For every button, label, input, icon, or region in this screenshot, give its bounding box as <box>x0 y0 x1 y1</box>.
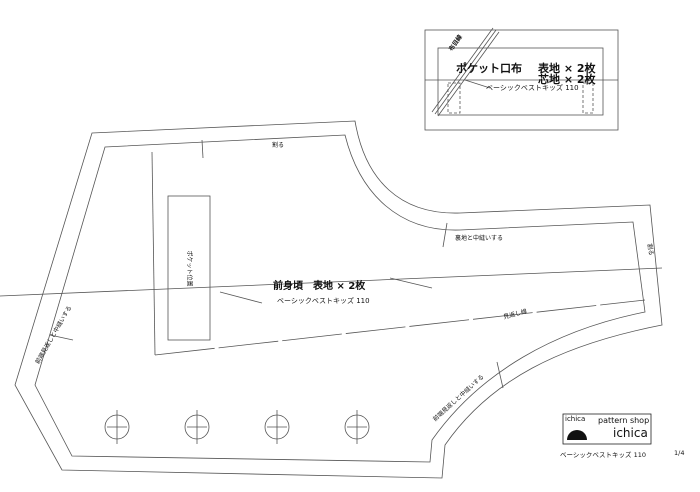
shoulder-notch <box>201 139 204 159</box>
front-seam-line <box>34 134 646 463</box>
pocket-pattern-name: ベーシックベストキッズ 110 <box>486 84 579 92</box>
grain-center-line <box>0 267 663 297</box>
pocket-title: ポケット口布 <box>456 62 522 75</box>
pocket-seam-line <box>437 47 604 116</box>
front-notch <box>496 361 504 389</box>
front-pattern-name: ベーシックベストキッズ 110 <box>277 297 370 305</box>
armhole-notch <box>442 222 448 248</box>
pocket-position-label: ポケット位置 <box>185 250 193 287</box>
grain-line-2 <box>434 29 497 115</box>
shop-line2: ichica <box>613 426 648 440</box>
buttonholes <box>104 410 370 444</box>
shop-line1: pattern shop <box>598 416 650 425</box>
title-leader-1 <box>219 291 263 304</box>
armhole-note: 裏地と中縫いする <box>455 235 504 242</box>
front-cutting-line <box>14 120 663 479</box>
logo-text: ichica <box>565 415 586 423</box>
facing-boundary <box>151 151 156 356</box>
front-title: 前身頃 表地 × 2枚 <box>273 281 366 292</box>
pocket-leader <box>464 79 491 89</box>
facing-line <box>154 299 646 356</box>
pocket-dashed-right <box>582 82 594 114</box>
grain-line-3 <box>437 31 500 117</box>
pocket-qty-outer: 表地 × 2枚 <box>538 62 596 75</box>
footer-pattern-name: ベーシックベストキッズ 110 <box>560 451 646 459</box>
side-note: 割る <box>645 243 655 257</box>
shoulder-note: 割る <box>272 142 285 149</box>
pocket-dashed-left <box>447 82 461 114</box>
page-number: 1/4 <box>674 449 685 457</box>
pocket-qty-interfacing: 芯地 × 2枚 <box>538 73 596 86</box>
title-leader-2 <box>389 277 433 289</box>
logo-circle-icon <box>567 430 587 440</box>
hem-notch <box>49 334 74 341</box>
logo-box <box>562 413 652 445</box>
pocket-position <box>167 195 211 341</box>
grain-line <box>431 27 494 113</box>
button-crosshair <box>107 410 367 444</box>
